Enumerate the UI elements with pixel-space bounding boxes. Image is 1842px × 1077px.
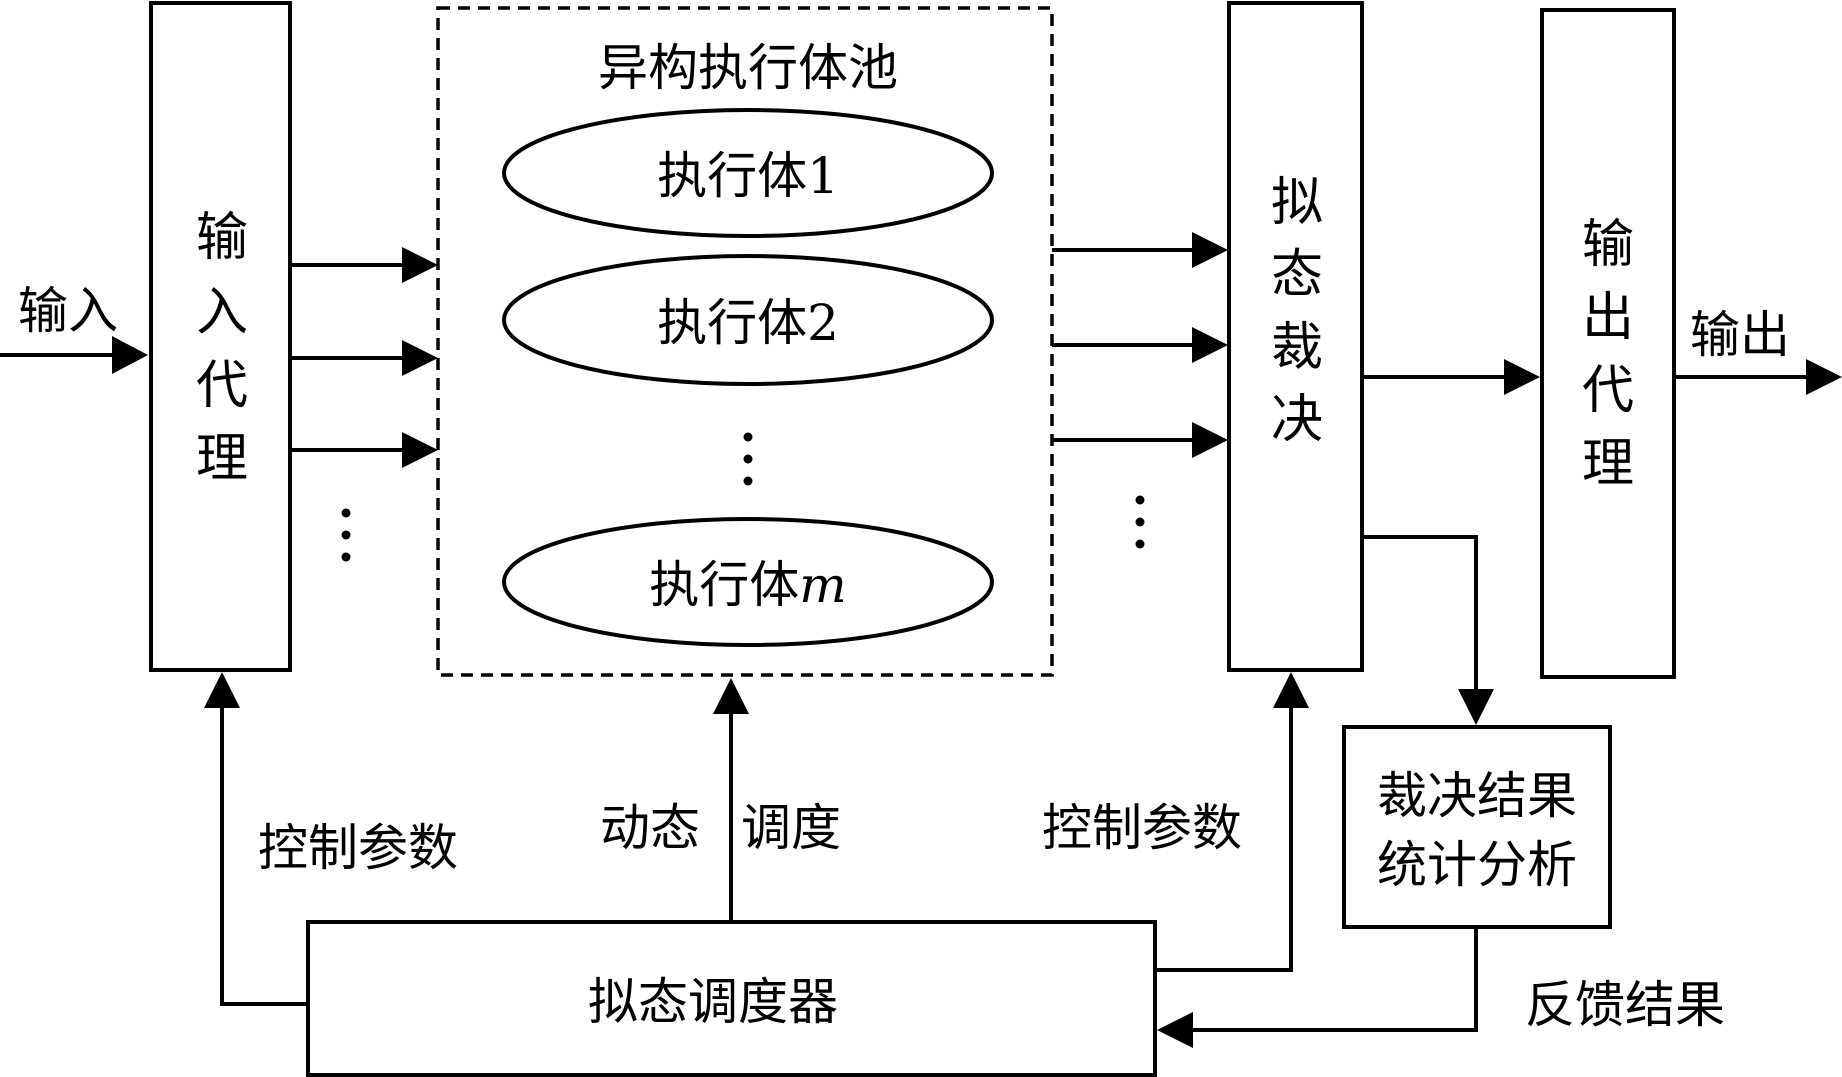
feedback-label: 反馈结果 [1525,976,1725,1034]
svg-text:输: 输 [1582,215,1634,275]
proxy-to-pool-arrows [290,247,438,468]
input-proxy-label: 输 入 代 理 [196,208,248,489]
control-params-left-label: 控制参数 [258,819,458,877]
mimic-scheduler-box [306,920,1157,1077]
svg-text:拟: 拟 [1271,173,1323,233]
scheduler-label: 拟态调度器 [588,973,838,1031]
svg-text:代: 代 [1582,361,1634,421]
svg-text:理: 理 [1582,434,1634,494]
input-arrow [0,336,148,374]
vote-stats-label: 裁决结果 统计分析 [1377,767,1577,894]
output-arrow [1674,359,1842,395]
executor-m: 执行体m [502,517,994,647]
svg-text:理: 理 [196,429,248,489]
left-ellipsis-dots [341,508,351,562]
mimic-vote-box [1227,1,1364,672]
pool-title: 异构执行体池 [598,39,898,97]
control-params-right-label: 控制参数 [1042,799,1242,857]
executor-1: 执行体1 [502,108,994,238]
svg-text:态: 态 [1271,245,1323,305]
output-proxy-box [1540,8,1676,679]
schedule-label: 调度 [741,799,841,857]
svg-text:决: 决 [1271,390,1323,450]
svg-text:入: 入 [196,283,248,343]
executor-pool-box [436,6,1054,677]
mimic-vote-label: 拟 态 裁 决 [1271,173,1323,450]
right-ellipsis-dots [1135,495,1145,549]
svg-text:出: 出 [1582,288,1634,348]
feedback-arrow [1157,927,1478,1048]
pool-to-vote-arrows [1052,232,1228,458]
svg-text:裁: 裁 [1271,318,1323,378]
output-proxy-label: 输 出 代 理 [1582,215,1634,494]
dynamic-label: 动态 [600,799,700,857]
scheduler-to-vote-arrow [1155,672,1309,972]
svg-text:输: 输 [196,208,248,268]
vote-to-output-arrow [1362,359,1540,395]
input-proxy-box [149,1,292,672]
svg-text:代: 代 [196,356,248,416]
svg-text:执行体2: 执行体2 [657,294,839,352]
vote-to-stats-arrow [1362,535,1494,725]
pool-ellipsis-dots [743,432,753,486]
output-label: 输出 [1690,306,1790,364]
executor-2: 执行体2 [502,254,994,386]
svg-text:统计分析: 统计分析 [1377,836,1577,894]
input-label: 输入 [18,282,118,340]
svg-text:裁决结果: 裁决结果 [1377,767,1577,825]
scheduler-to-pool-arrow [713,678,749,922]
scheduler-to-input-proxy-arrow [204,672,308,1006]
svg-text:执行体m: 执行体m [649,556,846,614]
svg-text:执行体1: 执行体1 [657,147,839,205]
vote-stats-box [1342,725,1612,929]
